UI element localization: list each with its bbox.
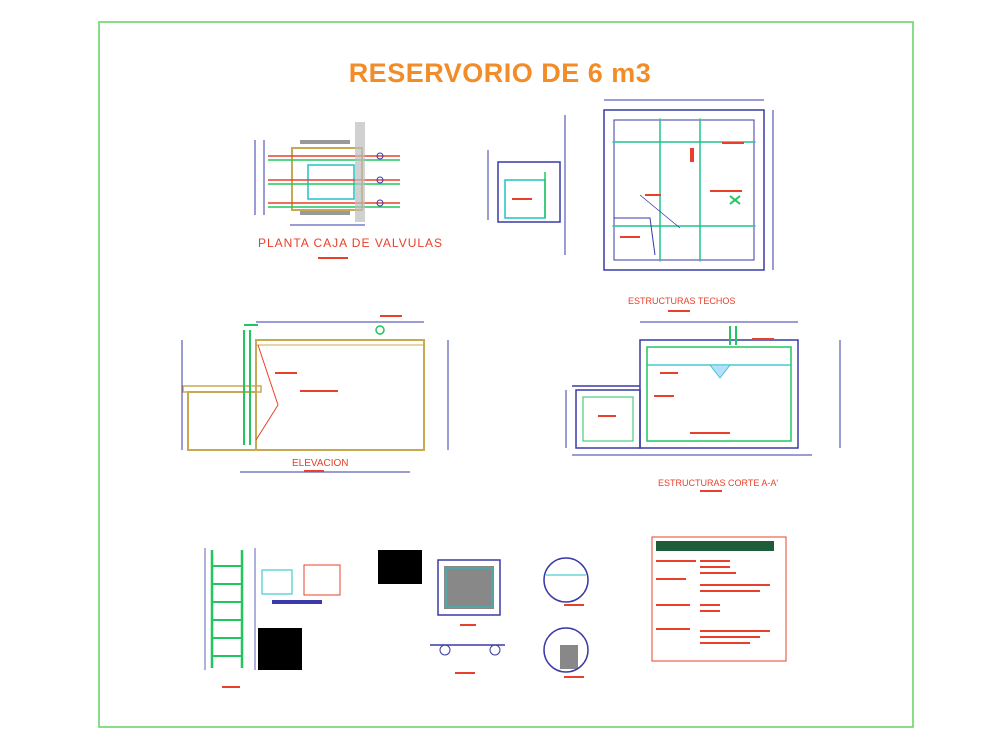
valve-box-plan	[254, 122, 400, 259]
label-estructuras-corte: ESTRUCTURAS CORTE A-A'	[658, 478, 779, 488]
notes-table	[651, 536, 787, 662]
label-estructuras-techos: ESTRUCTURAS TECHOS	[628, 296, 736, 306]
roof-structure-plan	[603, 99, 774, 312]
elevation-view	[181, 315, 449, 473]
label-elevacion: ELEVACION	[292, 458, 349, 469]
valve-box-section	[487, 115, 566, 255]
label-planta-caja-valvulas: PLANTA CAJA DE VALVULAS	[258, 236, 444, 250]
hatch-detail	[378, 550, 589, 678]
section-a-view	[565, 321, 841, 492]
drawing-title: RESERVORIO DE 6 m3	[348, 58, 652, 88]
ladder-detail	[204, 548, 341, 688]
sheet-border	[98, 21, 914, 728]
